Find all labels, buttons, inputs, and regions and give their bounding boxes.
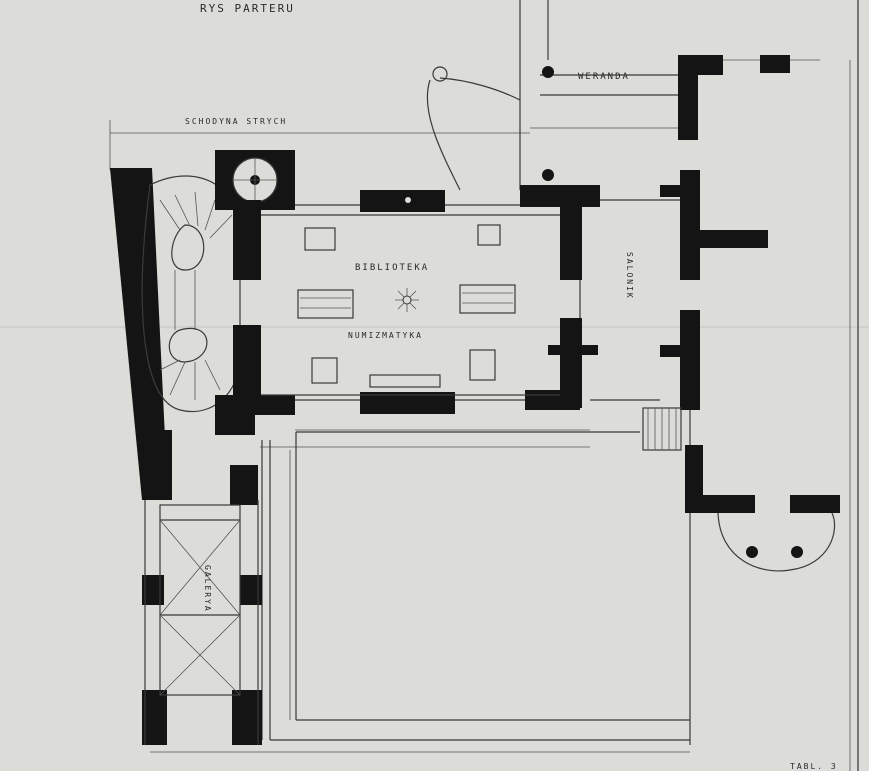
library-furniture xyxy=(297,224,516,388)
label-library: BIBLIOTEKA xyxy=(355,263,429,273)
gallery-corridor xyxy=(144,500,259,745)
label-numismatics: NUMIZMATYKA xyxy=(348,331,423,340)
rounded-bay xyxy=(717,512,836,572)
sun-ornament-icon xyxy=(395,288,419,312)
label-gallery: GALERYA xyxy=(203,565,212,613)
walls xyxy=(142,55,840,745)
side-steps xyxy=(642,407,682,451)
label-veranda: WERANDA xyxy=(578,72,630,82)
plan-title: RYS PARTERU xyxy=(200,2,295,15)
openings xyxy=(261,197,560,401)
label-salon: SALONIK xyxy=(625,252,634,300)
courtyard-outline xyxy=(261,410,691,745)
corner-note: TABL. 3 xyxy=(790,762,838,771)
left-outer-wall xyxy=(110,168,168,500)
small-spiral-stair xyxy=(215,150,295,210)
label-stair-heading: SCHODYNA STRYCH xyxy=(185,117,287,126)
